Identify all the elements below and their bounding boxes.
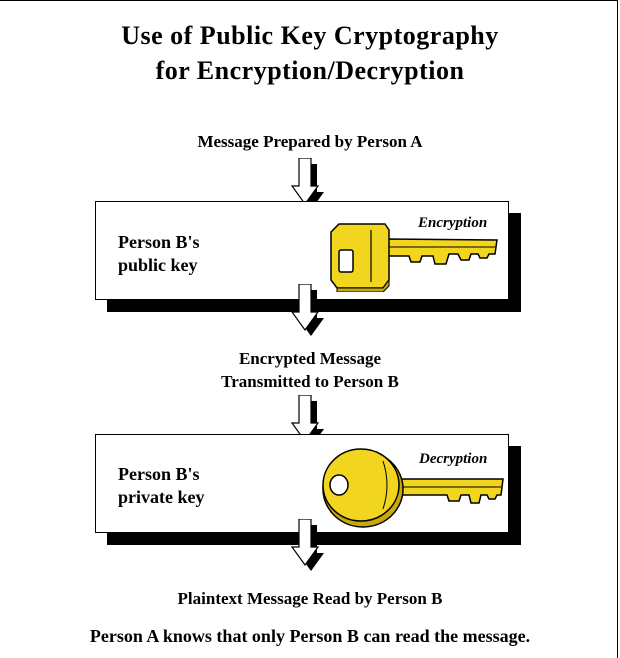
step-encrypted-line-2: Transmitted to Person B: [221, 372, 399, 391]
footer-note: Person A knows that only Person B can re…: [89, 626, 531, 646]
public-key-owner: Person B's: [118, 232, 200, 252]
step-encrypted-line-1: Encrypted Message: [238, 349, 382, 368]
step-plaintext-read: Plaintext Message Read by Person B: [177, 589, 443, 608]
key-icon: [322, 448, 504, 528]
private-key-owner: Person B's: [118, 464, 200, 484]
public-key-label: public key: [118, 255, 198, 275]
step-message-prepared: Message Prepared by Person A: [197, 132, 423, 151]
private-key-box: Person B's private key Decryption: [95, 434, 509, 533]
encryption-caption: Encryption: [418, 215, 488, 231]
down-arrow-icon: [288, 284, 328, 342]
down-arrow-icon: [288, 519, 328, 577]
down-arrow-icon: [288, 158, 328, 216]
key-icon: [330, 223, 498, 292]
decryption-caption: Decryption: [419, 451, 488, 467]
title-line-1: Use of Public Key Cryptography: [121, 21, 499, 50]
private-key-label: private key: [118, 487, 205, 507]
title-line-2: for Encryption/Decryption: [155, 56, 465, 85]
